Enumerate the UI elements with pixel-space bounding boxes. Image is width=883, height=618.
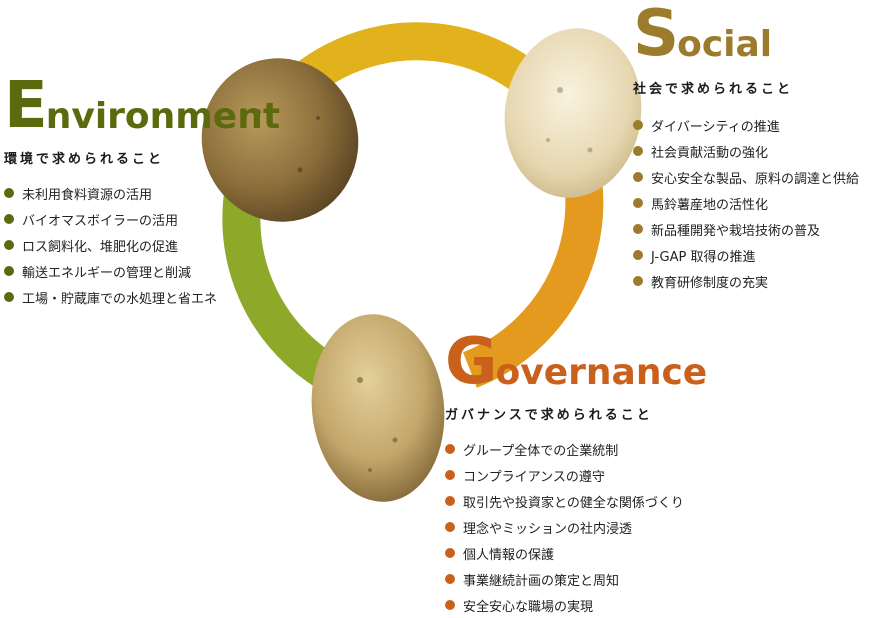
- governance-list-item: 個人情報の保護: [445, 540, 707, 566]
- bullet-dot-icon: [4, 292, 14, 302]
- social-title-rest: ocial: [677, 24, 773, 65]
- social-list-item: ダイバーシティの推進: [633, 112, 859, 138]
- governance-item-text: コンプライアンスの遵守: [463, 469, 605, 485]
- social-item-text: 新品種開発や栽培技術の普及: [651, 223, 821, 239]
- governance-item-text: 個人情報の保護: [463, 547, 555, 563]
- governance-title-rest: overnance: [495, 352, 708, 393]
- bullet-dot-icon: [633, 250, 643, 260]
- social-list-item: J-GAP 取得の推進: [633, 242, 859, 268]
- bullet-dot-icon: [445, 496, 455, 506]
- environment-list-item: ロス飼料化、堆肥化の促進: [4, 232, 280, 258]
- social-list-item: 新品種開発や栽培技術の普及: [633, 216, 859, 242]
- bullet-dot-icon: [4, 266, 14, 276]
- governance-subtitle: ガバナンスで求められること: [445, 408, 653, 423]
- bullet-dot-icon: [445, 522, 455, 532]
- environment-item-text: 輸送エネルギーの管理と削減: [22, 265, 192, 281]
- environment-item-text: 未利用食料資源の活用: [22, 187, 153, 203]
- bullet-dot-icon: [633, 224, 643, 234]
- bullet-dot-icon: [445, 470, 455, 480]
- bullet-dot-icon: [4, 188, 14, 198]
- bullet-dot-icon: [4, 240, 14, 250]
- social-list-item: 馬鈴薯産地の活性化: [633, 190, 859, 216]
- bullet-dot-icon: [633, 120, 643, 130]
- bullet-dot-icon: [445, 548, 455, 558]
- social-list-item: 教育研修制度の充実: [633, 268, 859, 294]
- social-initial: S: [633, 0, 680, 71]
- bullet-dot-icon: [633, 276, 643, 286]
- governance-item-text: 安全安心な職場の実現: [463, 599, 594, 615]
- social-item-text: ダイバーシティの推進: [651, 119, 780, 135]
- environment-initial: E: [4, 69, 48, 143]
- social-item-text: 教育研修制度の充実: [651, 275, 769, 291]
- environment-item-text: ロス飼料化、堆肥化の促進: [22, 239, 179, 255]
- environment-list-item: 輸送エネルギーの管理と削減: [4, 258, 280, 284]
- environment-list-item: 工場・貯蔵庫での水処理と省エネ: [4, 284, 280, 310]
- environment-item-text: 工場・貯蔵庫での水処理と省エネ: [22, 291, 218, 307]
- bullet-dot-icon: [633, 198, 643, 208]
- environment-list-item: バイオマスボイラーの活用: [4, 206, 280, 232]
- bullet-dot-icon: [633, 172, 643, 182]
- bullet-dot-icon: [445, 574, 455, 584]
- governance-list-item: グループ全体での企業統制: [445, 436, 707, 462]
- governance-list-item: 事業継続計画の策定と周知: [445, 566, 707, 592]
- governance-item-text: 取引先や投資家との健全な関係づくり: [463, 495, 684, 511]
- environment-subtitle: 環境で求められること: [4, 152, 165, 167]
- social-subtitle: 社会で求められること: [633, 82, 794, 97]
- governance-initial: G: [445, 325, 498, 399]
- environment-list: 未利用食料資源の活用バイオマスボイラーの活用ロス飼料化、堆肥化の促進輸送エネルギ…: [4, 180, 280, 310]
- social-list-item: 社会貢献活動の強化: [633, 138, 859, 164]
- governance-item-text: 事業継続計画の策定と周知: [463, 573, 620, 589]
- social-item-text: 安心安全な製品、原料の調達と供給: [651, 171, 860, 187]
- governance-item-text: 理念やミッションの社内浸透: [463, 521, 633, 537]
- social-list: ダイバーシティの推進社会貢献活動の強化安心安全な製品、原料の調達と供給馬鈴薯産地…: [633, 112, 859, 294]
- environment-list-item: 未利用食料資源の活用: [4, 180, 280, 206]
- governance-list-item: 安全安心な職場の実現: [445, 592, 707, 618]
- governance-list-item: 理念やミッションの社内浸透: [445, 514, 707, 540]
- potato-environment: [201, 58, 359, 222]
- governance-list-item: コンプライアンスの遵守: [445, 462, 707, 488]
- bullet-dot-icon: [4, 214, 14, 224]
- bullet-dot-icon: [445, 600, 455, 610]
- bullet-dot-icon: [633, 146, 643, 156]
- environment-item-text: バイオマスボイラーの活用: [22, 213, 179, 229]
- governance-list: グループ全体での企業統制コンプライアンスの遵守取引先や投資家との健全な関係づくり…: [445, 436, 707, 618]
- potato-governance: [311, 314, 445, 502]
- potato-social: [504, 28, 642, 198]
- social-list-item: 安心安全な製品、原料の調達と供給: [633, 164, 859, 190]
- bullet-dot-icon: [445, 444, 455, 454]
- governance-item-text: グループ全体での企業統制: [463, 443, 619, 459]
- environment-title-rest: nvironment: [45, 96, 281, 137]
- governance-list-item: 取引先や投資家との健全な関係づくり: [445, 488, 707, 514]
- social-item-text: 社会貢献活動の強化: [651, 145, 769, 161]
- social-item-text: J-GAP 取得の推進: [651, 249, 756, 265]
- social-item-text: 馬鈴薯産地の活性化: [651, 197, 769, 213]
